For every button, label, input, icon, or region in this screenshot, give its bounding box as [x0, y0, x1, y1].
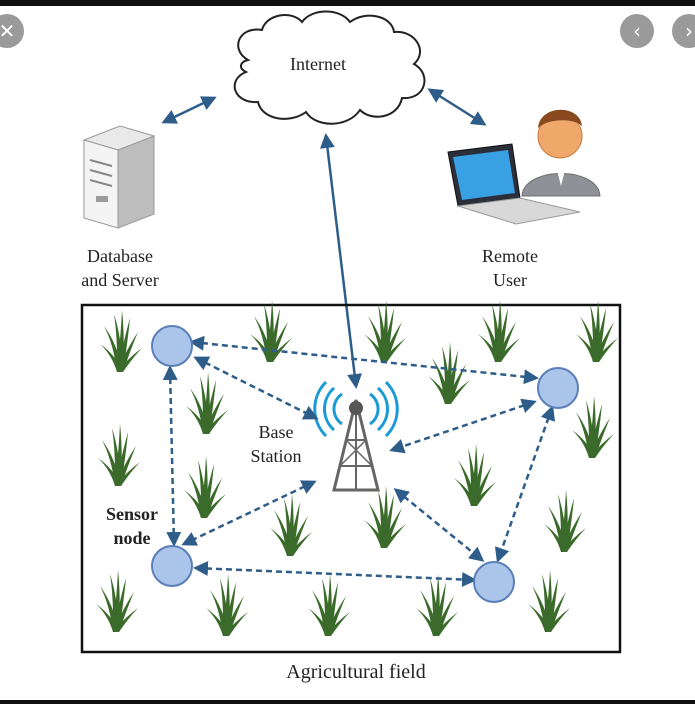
- close-button[interactable]: ✕: [0, 14, 24, 48]
- sensor-node-label-line1: Sensor: [105, 504, 158, 524]
- internet-label: Internet: [290, 54, 346, 74]
- internet-basestation-link: [319, 133, 363, 389]
- grass-tuft-icon: [98, 424, 140, 486]
- next-button[interactable]: ›: [672, 14, 695, 48]
- grass-tuft-icon: [96, 570, 138, 632]
- base-station-label-line2: Station: [250, 446, 302, 466]
- grass-tuft-icon: [364, 486, 406, 548]
- sensor-node-right: [537, 367, 579, 409]
- grass-tuft-icon: [186, 372, 228, 434]
- grass-tuft-icon: [572, 396, 614, 458]
- sensor-node-label-line2: node: [113, 528, 151, 548]
- grass-tuft-icon: [576, 300, 618, 362]
- server-internet-link: [161, 96, 217, 124]
- agricultural-field-box: [80, 303, 622, 654]
- sensor-node-top-left: [151, 325, 193, 367]
- grass-tuft-icon: [364, 300, 406, 362]
- grass-tuft-icon: [428, 342, 470, 404]
- top-bar: [0, 0, 695, 6]
- internet-cloud-icon: [233, 10, 426, 125]
- grass-tuft-icon: [544, 490, 586, 552]
- user-internet-link: [427, 88, 487, 126]
- remote-user-label-line2: User: [493, 270, 527, 290]
- previous-button[interactable]: ‹: [620, 14, 654, 48]
- base-station-tower-icon: [313, 380, 399, 492]
- grass-tuft-icon: [100, 310, 142, 372]
- grass-tuft-icon: [308, 574, 350, 636]
- agricultural-field-label: Agricultural field: [286, 661, 426, 683]
- grass-tuft-icon: [416, 574, 458, 636]
- remote-user-icon: [447, 109, 601, 225]
- database-label-line2: and Server: [81, 270, 159, 290]
- grass-tuft-icon: [454, 444, 496, 506]
- grass-tuft-icon: [528, 570, 570, 632]
- bottom-bar: [0, 700, 695, 704]
- sensor-node-bottom-left: [151, 545, 193, 587]
- base-station-label-line1: Base: [258, 422, 294, 442]
- grass-tuft-icon: [270, 494, 312, 556]
- grass-tuft-icon: [184, 456, 226, 518]
- remote-user-label-line1: Remote: [482, 246, 538, 266]
- grass-tuft-icon: [206, 574, 248, 636]
- dashed-links: [162, 335, 556, 587]
- database-label-line1: Database: [87, 246, 153, 266]
- sensor-node-bottom-right: [473, 561, 515, 603]
- server-icon: [82, 125, 156, 229]
- grass-tuft-icon: [478, 300, 520, 362]
